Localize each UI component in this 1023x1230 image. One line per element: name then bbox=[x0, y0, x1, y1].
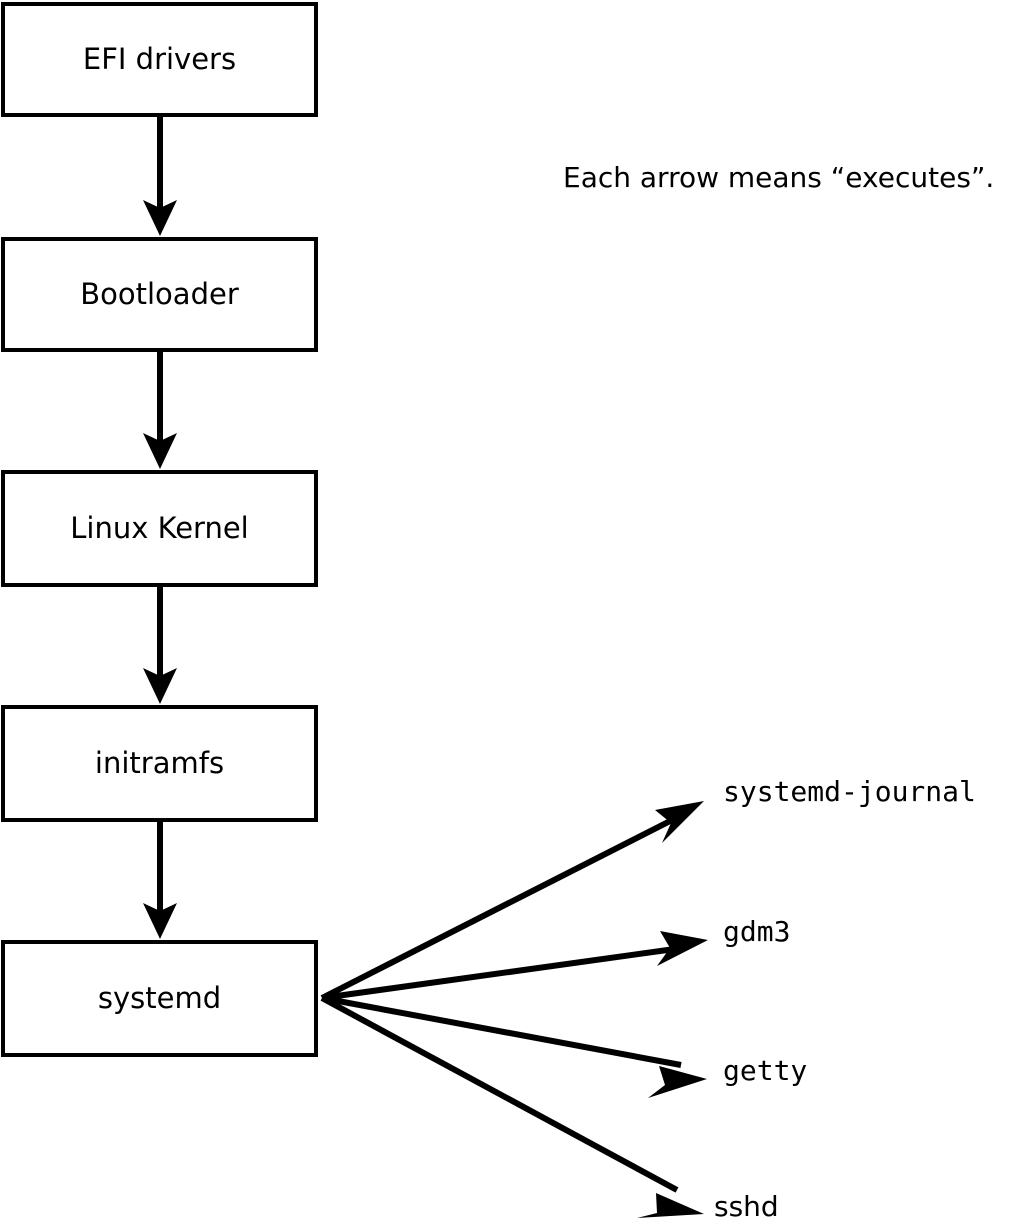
node-label: EFI drivers bbox=[82, 42, 237, 76]
arrow-systemd-to-getty bbox=[321, 995, 707, 1098]
arrow-bootloader-to-linux-kernel bbox=[143, 352, 177, 469]
node-box-linux-kernel[interactable]: Linux Kernel bbox=[1, 470, 318, 587]
arrow-initramfs-to-systemd bbox=[143, 822, 177, 939]
leaf-label-systemd-journal: systemd-journal bbox=[723, 775, 976, 808]
node-box-systemd[interactable]: systemd bbox=[1, 940, 318, 1057]
node-box-efi-drivers[interactable]: EFI drivers bbox=[1, 2, 318, 117]
arrow-systemd-to-systemd-journal bbox=[320, 801, 704, 1001]
node-label: systemd bbox=[97, 981, 222, 1015]
legend-caption: Each arrow means “executes”. bbox=[563, 161, 995, 194]
arrow-systemd-to-gdm3 bbox=[321, 931, 708, 1001]
node-box-bootloader[interactable]: Bootloader bbox=[1, 237, 318, 352]
node-label: Bootloader bbox=[80, 277, 239, 311]
arrow-efi-drivers-to-bootloader bbox=[143, 117, 177, 236]
node-label: Linux Kernel bbox=[70, 511, 249, 545]
node-box-initramfs[interactable]: initramfs bbox=[1, 705, 318, 822]
leaf-label-sshd: sshd bbox=[714, 1190, 779, 1223]
node-label: initramfs bbox=[94, 746, 225, 780]
arrow-systemd-to-sshd bbox=[320, 995, 704, 1218]
leaf-label-gdm3: gdm3 bbox=[723, 915, 791, 948]
leaf-label-getty: getty bbox=[723, 1054, 808, 1087]
arrow-linux-kernel-to-initramfs bbox=[143, 587, 177, 704]
